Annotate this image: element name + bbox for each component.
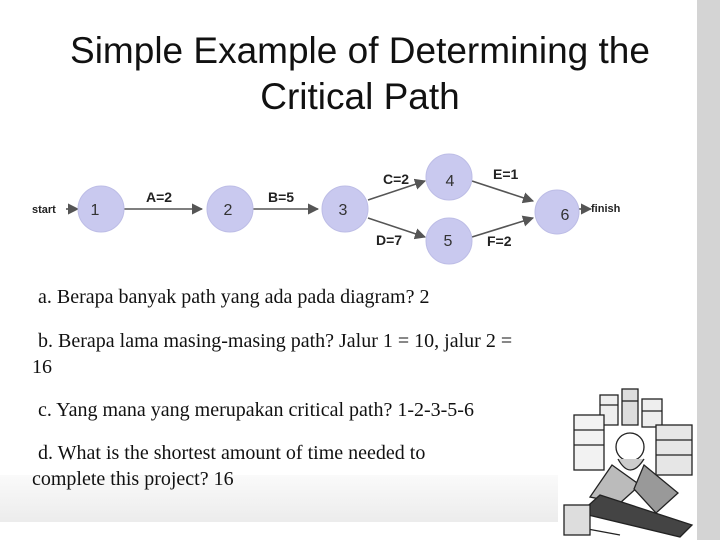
question-d-line-2: complete this project? 16 <box>32 468 234 490</box>
node-1 <box>77 185 125 233</box>
edge-f <box>471 215 535 238</box>
node-label-2: 2 <box>224 202 233 219</box>
node-label-5: 5 <box>444 233 453 250</box>
question-a-text: a. Berapa banyak path yang ada pada diag… <box>38 286 430 308</box>
edge-label-d: D=7 <box>376 232 402 248</box>
node-5 <box>425 217 473 265</box>
node-label-6: 6 <box>561 207 570 224</box>
finish-label: finish <box>591 203 621 215</box>
edge-d <box>367 217 427 240</box>
question-a: a. Berapa banyak path yang ada pada diag… <box>32 284 632 310</box>
network-diagram: 1 2 3 4 5 6 start finish A=2 B=5 C=2 D=7… <box>32 153 621 265</box>
edge-label-c: C=2 <box>383 171 409 187</box>
node-4 <box>425 153 473 201</box>
edge-label-a: A=2 <box>146 189 172 205</box>
edge-label-b: B=5 <box>268 189 294 205</box>
node-label-1: 1 <box>91 202 100 219</box>
bottom-band <box>0 475 558 522</box>
question-c: c. Yang mana yang merupakan critical pat… <box>32 397 632 423</box>
title-line-2: Critical Path <box>260 76 460 117</box>
node-3 <box>321 185 369 233</box>
slide-title: Simple Example of Determining the Critic… <box>20 28 700 120</box>
question-b-line-1: b. Berapa lama masing-masing path? Jalur… <box>38 330 513 352</box>
edge-label-f: F=2 <box>487 233 512 249</box>
edge-label-e: E=1 <box>493 166 519 182</box>
question-d-line-1: d. What is the shortest amount of time n… <box>38 442 426 464</box>
node-2 <box>206 185 254 233</box>
question-d: d. What is the shortest amount of time n… <box>32 440 632 492</box>
question-c-text: c. Yang mana yang merupakan critical pat… <box>38 399 474 421</box>
start-label: start <box>32 204 56 216</box>
side-strip <box>697 0 720 540</box>
clipart-worker-illustration <box>563 388 694 538</box>
node-label-3: 3 <box>339 202 348 219</box>
edge-c <box>367 178 427 201</box>
node-label-4: 4 <box>446 173 455 190</box>
node-6 <box>534 189 580 235</box>
title-line-1: Simple Example of Determining the <box>70 30 650 71</box>
question-b-line-2: 16 <box>32 356 52 378</box>
question-b: b. Berapa lama masing-masing path? Jalur… <box>32 328 632 380</box>
edge-e <box>471 180 535 204</box>
